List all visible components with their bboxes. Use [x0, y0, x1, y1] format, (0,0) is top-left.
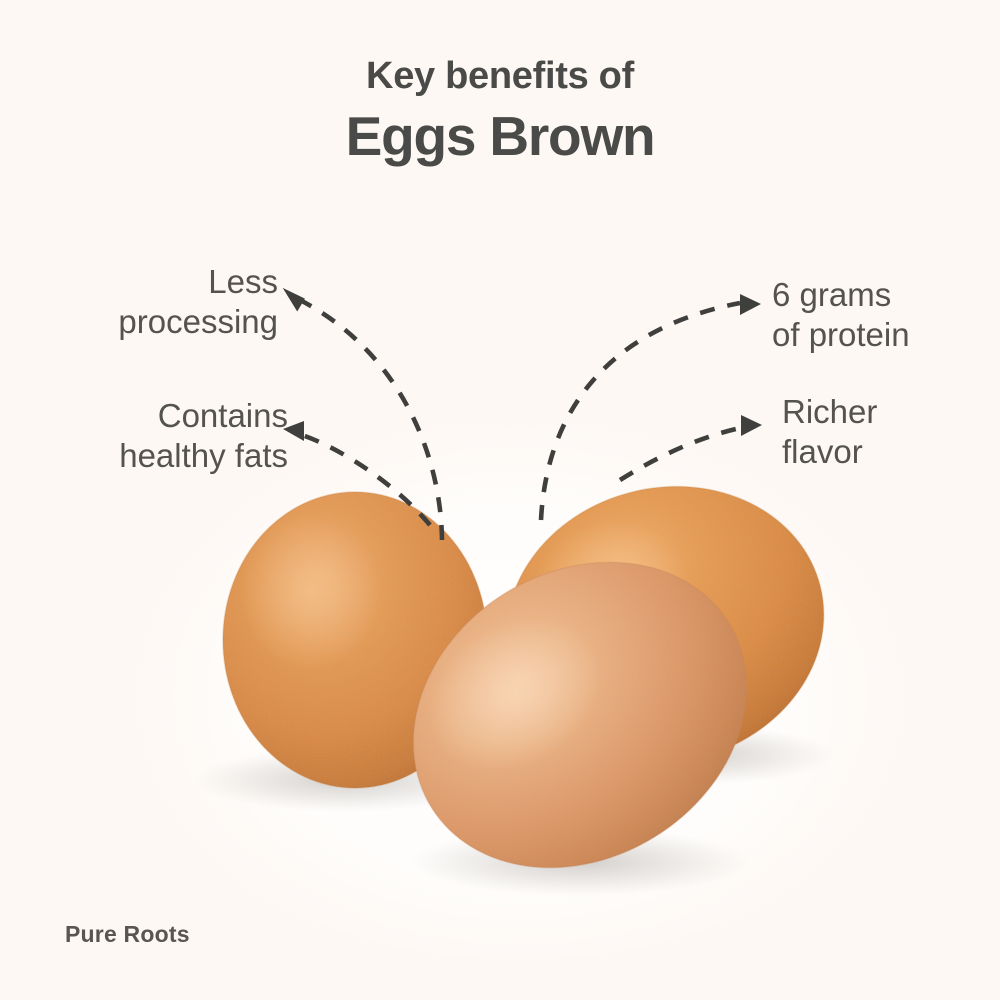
title-eyebrow: Key benefits of [366, 55, 634, 97]
callout-label-six-grams-of-protein: 6 grams of protein [772, 276, 910, 354]
arrow-path-healthy-fats [301, 432, 432, 527]
arrow-path-richer-flavor [618, 425, 741, 482]
arrowhead-richer-flavor [741, 415, 762, 436]
callout-label-contains-healthy-fats: Contains healthy fats [119, 397, 288, 475]
title-main: Eggs Brown [345, 104, 656, 167]
callout-label-less-processing: Less processing [118, 263, 278, 341]
brand-name: Pure Roots [65, 921, 190, 947]
arrowhead-less-processing [282, 287, 305, 312]
arrow-path-less-processing [298, 297, 445, 541]
page-title: Key benefits of Eggs Brown [0, 55, 1000, 168]
callout-label-richer-flavor: Richer flavor [782, 393, 878, 471]
arrowhead-healthy-fats [283, 421, 304, 441]
arrowhead-protein [740, 294, 761, 315]
arrow-path-protein [538, 300, 741, 521]
egg-front [412, 561, 748, 869]
